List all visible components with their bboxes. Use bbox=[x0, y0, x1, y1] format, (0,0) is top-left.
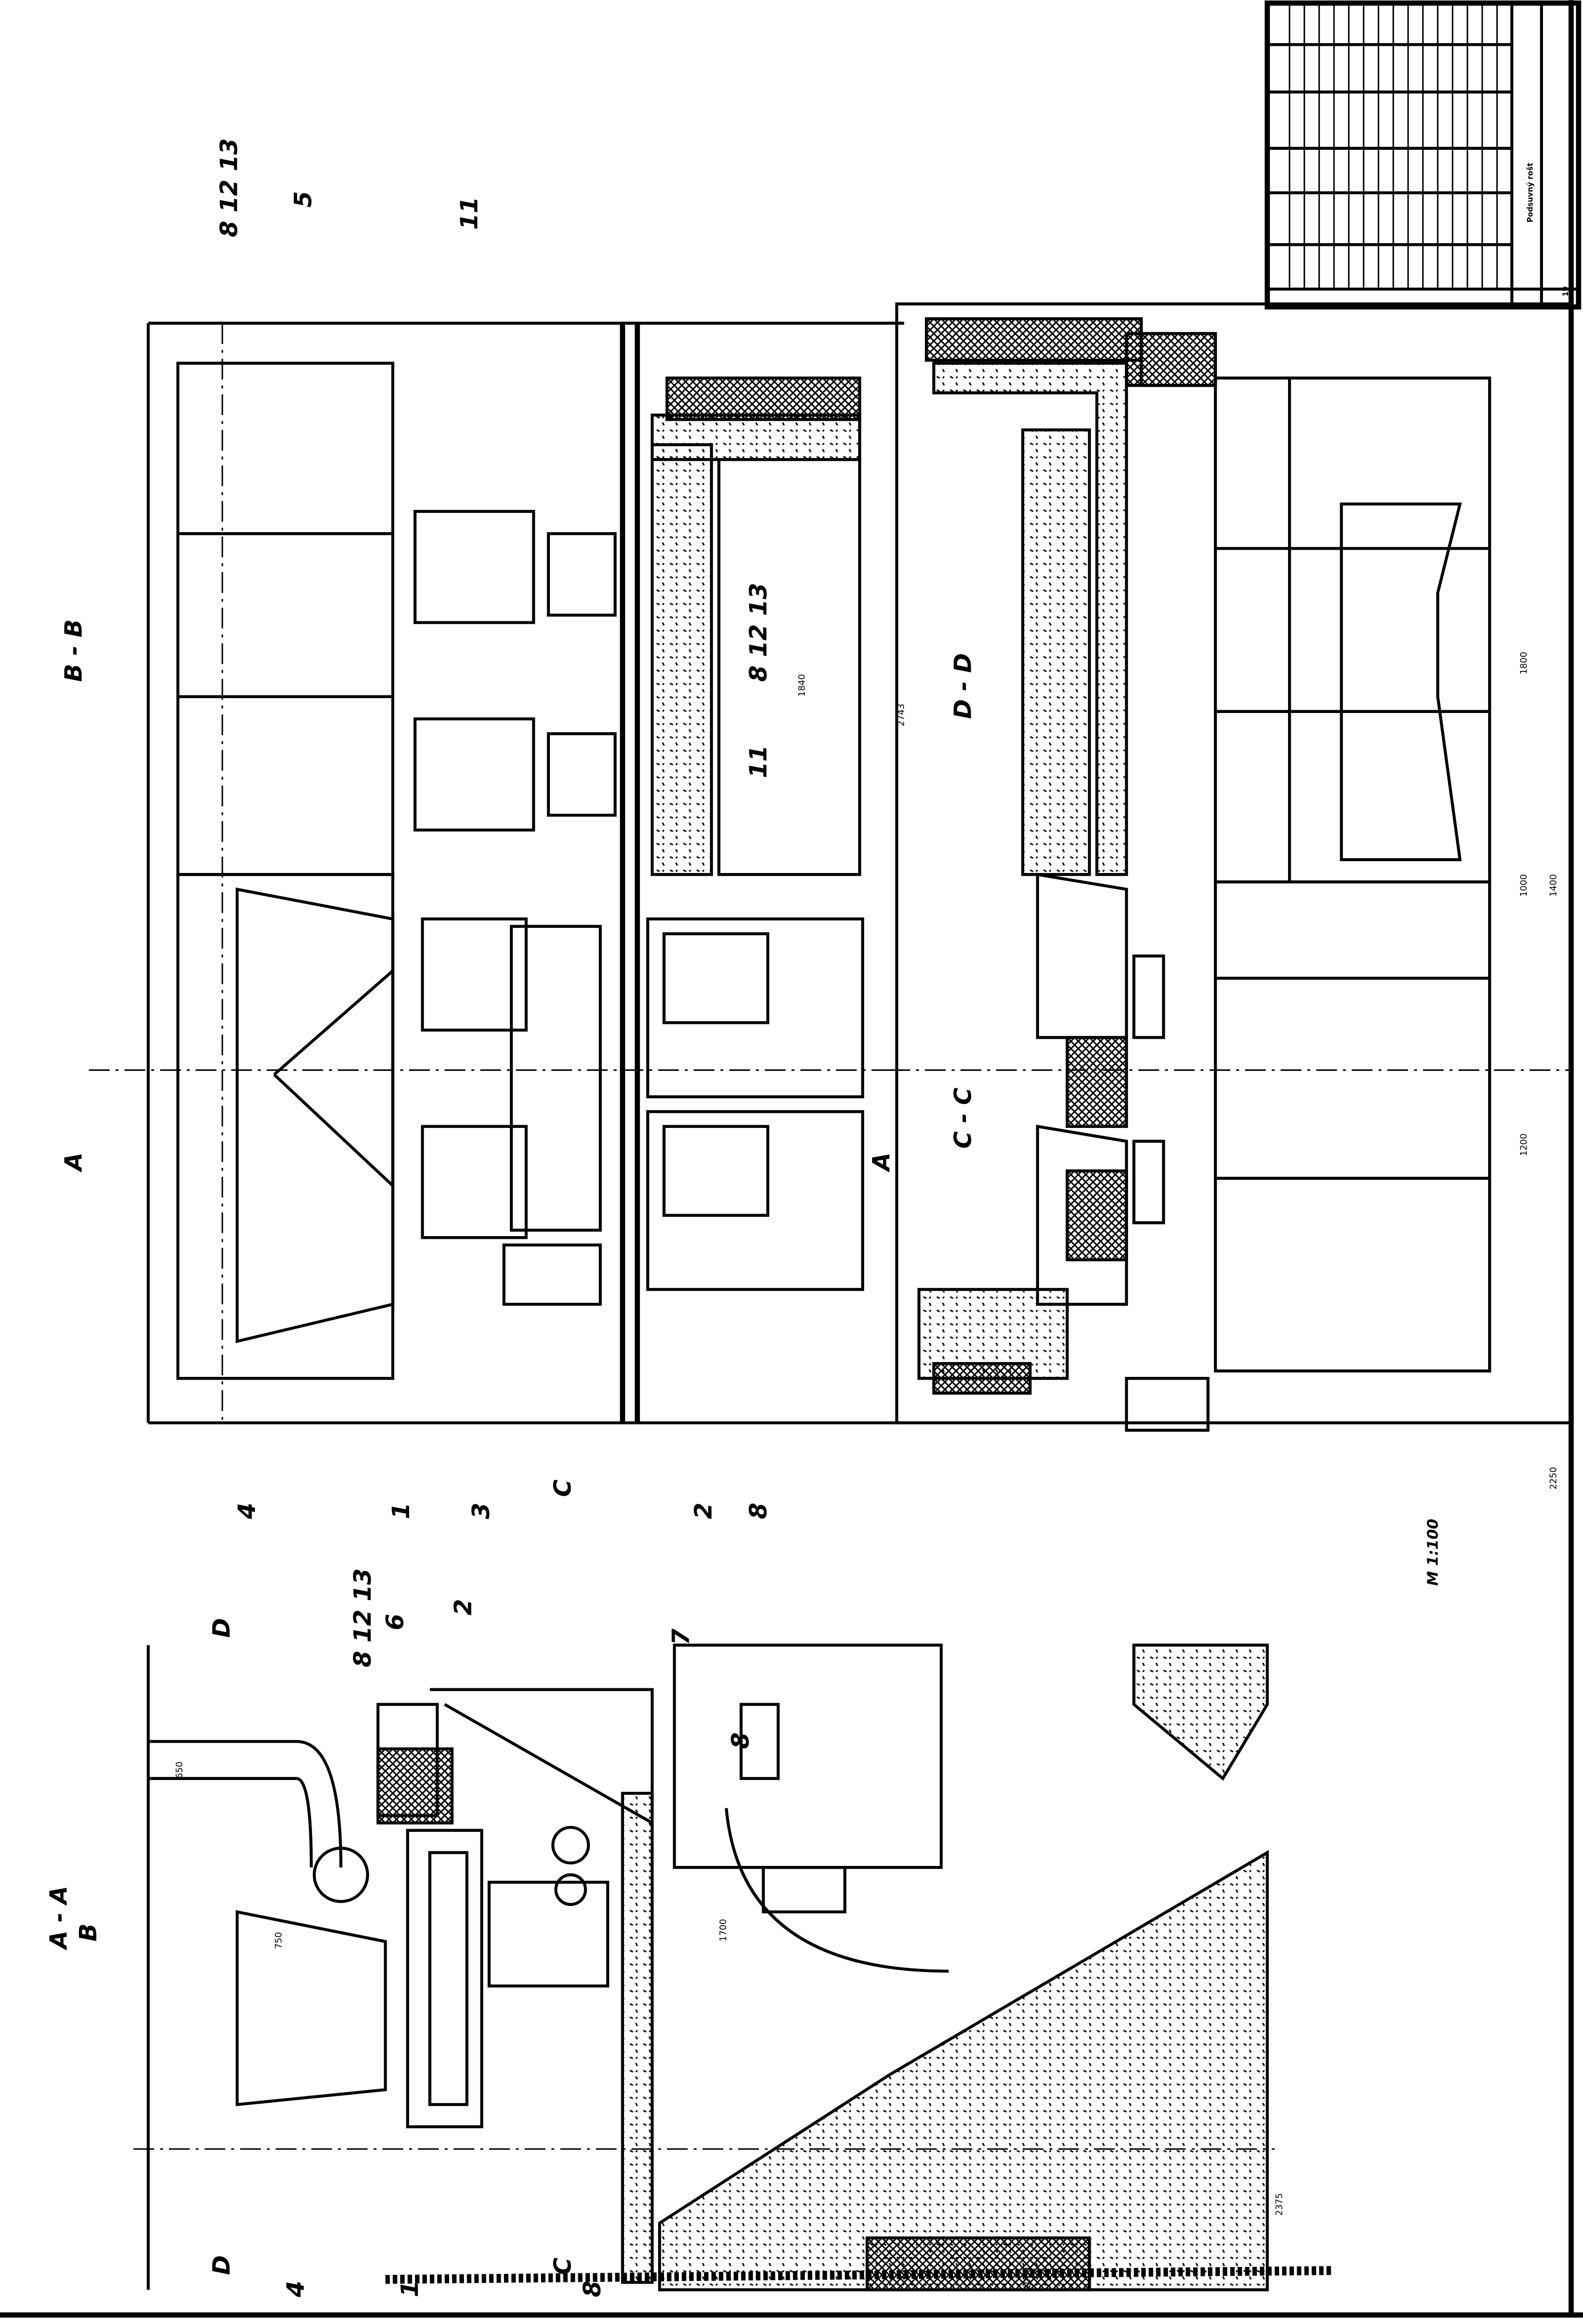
cut-mark-c-top: C bbox=[549, 1479, 577, 1497]
dimension: 1400 bbox=[1548, 874, 1558, 896]
cut-mark-c-bottom: C bbox=[549, 2257, 577, 2275]
part-number: 8 12 13 bbox=[216, 138, 243, 237]
part-number: 2 bbox=[450, 1599, 477, 1615]
title-block: Podsuvný rošt 19 bbox=[1265, 0, 1581, 310]
dimension: 1000 bbox=[1518, 874, 1529, 896]
dimension: 1700 bbox=[718, 1919, 729, 1941]
dimension: 750 bbox=[274, 1932, 284, 1949]
view-a-a bbox=[133, 1644, 1334, 2291]
section-label-a-a: A - A bbox=[45, 1886, 73, 1950]
part-number: 5 bbox=[290, 191, 317, 207]
dimension: 1050 bbox=[1022, 2267, 1032, 2289]
section-label-c-c: C - C bbox=[949, 1087, 977, 1149]
cut-mark-b: B bbox=[75, 1924, 102, 1942]
section-label-b-b: B - B bbox=[60, 619, 87, 682]
dimension: 2375 bbox=[1274, 2193, 1284, 2215]
part-number: 6 bbox=[382, 1614, 409, 1630]
view-c-c bbox=[889, 302, 1573, 1432]
part-number: 7 bbox=[668, 1629, 695, 1645]
title-block-title: Podsuvný rošt bbox=[1526, 163, 1535, 222]
part-number: 4 bbox=[234, 1503, 261, 1520]
part-number: 3 bbox=[468, 1503, 495, 1519]
cut-mark-d-top: D bbox=[209, 1618, 236, 1638]
scale-label: M 1:100 bbox=[1424, 1519, 1442, 1586]
dimension: 1800 bbox=[1518, 652, 1529, 674]
part-number: 2 bbox=[690, 1503, 717, 1519]
part-number: 8 bbox=[745, 1503, 772, 1519]
part-number: 8 bbox=[579, 2281, 606, 2297]
part-number: 8 12 13 bbox=[745, 583, 772, 682]
dimension: 1840 bbox=[797, 674, 807, 696]
view-b-b bbox=[89, 322, 905, 1424]
dimension: 2743 bbox=[896, 704, 906, 726]
cut-mark-d-bottom: D bbox=[209, 2255, 236, 2275]
part-number: 11 bbox=[745, 745, 772, 778]
part-number: 11 bbox=[456, 197, 483, 230]
cut-mark-a-top: A bbox=[60, 1152, 87, 1172]
section-label-d-d: D - D bbox=[949, 653, 977, 719]
part-number: 4 bbox=[283, 2281, 310, 2298]
part-number: 8 12 13 bbox=[349, 1568, 377, 1668]
title-block-sheet: 19 bbox=[1562, 286, 1570, 296]
part-number: 8 bbox=[727, 1733, 754, 1749]
cut-mark-a-bottom: A bbox=[868, 1152, 895, 1172]
part-number: 1 bbox=[397, 2281, 424, 2297]
dimension: 1200 bbox=[1518, 1133, 1529, 1156]
dimension: 2250 bbox=[1548, 1467, 1558, 1489]
part-number: 1 bbox=[388, 1503, 415, 1519]
dimension: 650 bbox=[174, 1761, 185, 1778]
